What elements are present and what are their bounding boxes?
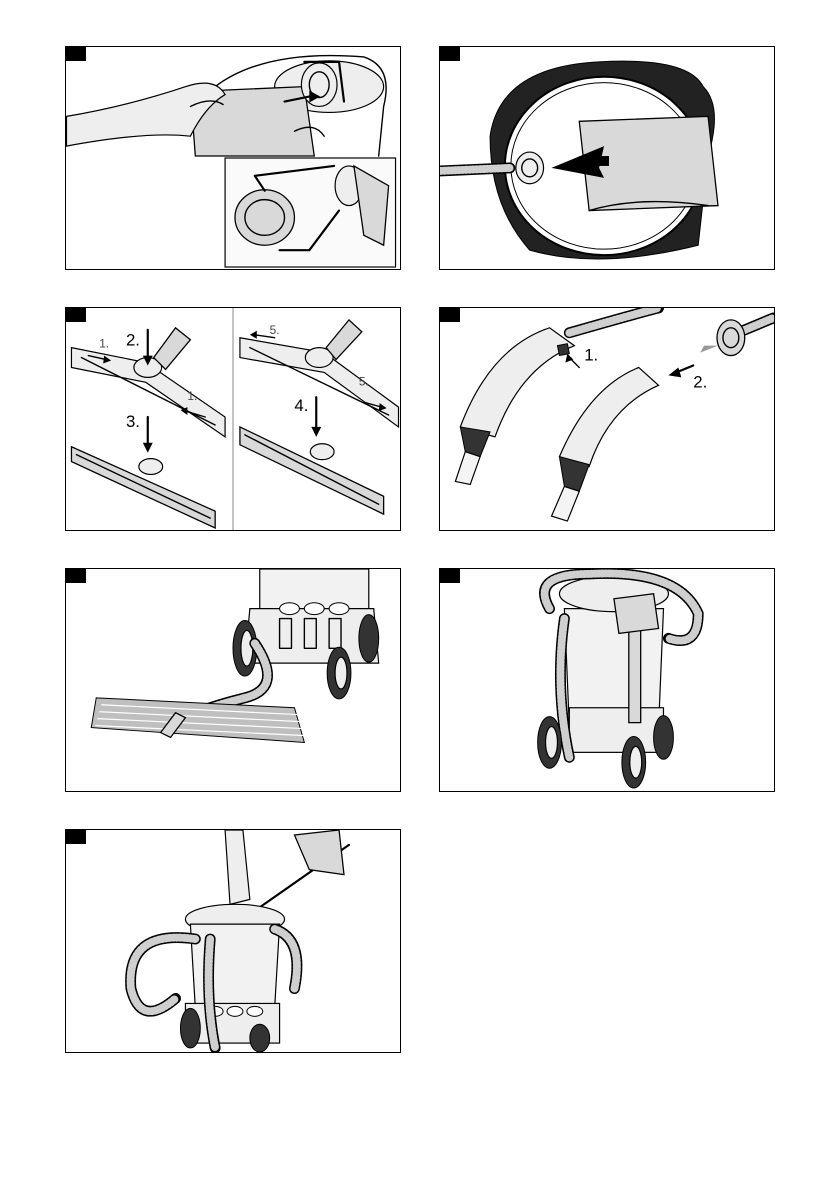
filter-bag-insertion-illustration bbox=[66, 47, 400, 269]
figure-panel-6 bbox=[439, 568, 775, 792]
step-label: 4. bbox=[294, 396, 308, 415]
step-label: 5. bbox=[270, 323, 280, 337]
figure-panel-3: 1. 2. 1. 3. 5. 5. 4. bbox=[65, 307, 401, 531]
figure-number-tag bbox=[66, 830, 86, 844]
figure-number-tag bbox=[66, 308, 86, 322]
floor-nozzle-insert-illustration: 1. 2. 1. 3. 5. 5. 4. bbox=[66, 308, 400, 530]
step-label: 1. bbox=[584, 346, 598, 365]
vacuum-with-floor-nozzle-illustration bbox=[66, 569, 400, 791]
figure-panel-4: 1. 2. bbox=[439, 307, 775, 531]
figure-panel-5 bbox=[65, 568, 401, 792]
step-label: 2. bbox=[126, 331, 140, 350]
figure-number-tag bbox=[440, 47, 460, 61]
figure-panel-1 bbox=[65, 46, 401, 270]
figure-number-tag bbox=[440, 308, 460, 322]
figure-panel-2 bbox=[439, 46, 775, 270]
step-label: 5. bbox=[359, 374, 369, 388]
step-label: 3. bbox=[126, 412, 140, 431]
step-label: 2. bbox=[693, 372, 707, 391]
figure-number-tag bbox=[440, 569, 460, 583]
vacuum-storage-illustration bbox=[440, 569, 774, 791]
figure-number-tag bbox=[66, 47, 86, 61]
step-label: 1. bbox=[99, 337, 109, 351]
hose-handle-detach-illustration: 1. 2. bbox=[440, 308, 774, 530]
figure-panel-7 bbox=[65, 829, 401, 1053]
figure-number-tag bbox=[66, 569, 86, 583]
step-label: 1. bbox=[187, 389, 197, 403]
filter-bag-removal-illustration bbox=[440, 47, 774, 269]
vacuum-carrying-illustration bbox=[66, 830, 400, 1052]
